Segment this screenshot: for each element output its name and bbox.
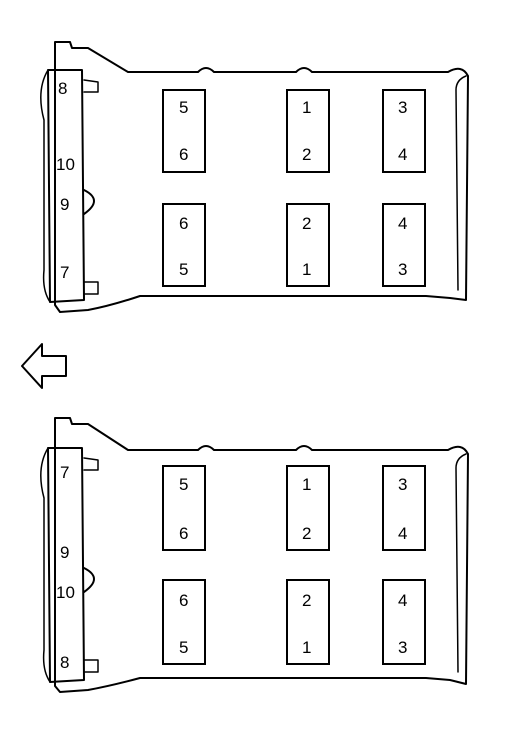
- bottom-label-mid-b: 10: [56, 583, 75, 602]
- block-bottom-number: 4: [398, 524, 407, 543]
- top-label-upper: 8: [58, 79, 67, 98]
- block-rect: [286, 203, 330, 287]
- top-block-5: 2 1: [286, 203, 330, 287]
- block-rect: [382, 203, 426, 287]
- bottom-block-1: 5 6: [162, 465, 206, 551]
- block-bottom-number: 3: [398, 638, 407, 657]
- block-bottom-number: 3: [398, 260, 407, 279]
- bottom-block-6: 4 3: [382, 579, 426, 665]
- bottom-tab-upper: [83, 457, 99, 471]
- block-bottom-number: 6: [179, 145, 188, 164]
- bottom-label-mid-a: 9: [60, 543, 69, 562]
- block-bottom-number: 5: [179, 638, 188, 657]
- top-head-diagram: 8 10 9 7 5 6 1 2 3 4 6 5 2 1: [40, 41, 469, 313]
- block-top-number: 3: [398, 98, 407, 117]
- block-top-number: 1: [302, 475, 311, 494]
- block-rect: [286, 579, 330, 665]
- block-rect: [286, 89, 330, 173]
- block-top-number: 4: [398, 591, 407, 610]
- bottom-left-rail: [47, 447, 85, 683]
- block-bottom-number: 6: [179, 524, 188, 543]
- block-top-number: 6: [179, 591, 188, 610]
- block-rect: [382, 579, 426, 665]
- block-bottom-number: 1: [302, 260, 311, 279]
- left-arrow-icon: [21, 343, 67, 389]
- top-block-3: 3 4: [382, 89, 426, 173]
- top-rail-notch: [83, 189, 95, 215]
- top-label-mid-a: 10: [56, 155, 75, 174]
- top-block-2: 1 2: [286, 89, 330, 173]
- block-top-number: 1: [302, 98, 311, 117]
- bottom-head-diagram: 7 9 10 8 5 6 1 2 3 4 6 5 2 1: [40, 417, 469, 693]
- bottom-block-2: 1 2: [286, 465, 330, 551]
- top-rail-curve: [40, 69, 51, 303]
- block-rect: [162, 465, 206, 551]
- top-block-6: 4 3: [382, 203, 426, 287]
- bottom-block-4: 6 5: [162, 579, 206, 665]
- block-top-number: 2: [302, 591, 311, 610]
- top-label-lower: 7: [60, 263, 69, 282]
- block-top-number: 4: [398, 214, 407, 233]
- bottom-label-lower: 8: [60, 653, 69, 672]
- block-rect: [286, 465, 330, 551]
- bottom-block-3: 3 4: [382, 465, 426, 551]
- bottom-right-lip: [455, 453, 467, 673]
- block-top-number: 6: [179, 214, 188, 233]
- bottom-label-upper: 7: [60, 463, 69, 482]
- bottom-rail-notch: [83, 567, 95, 593]
- block-bottom-number: 5: [179, 260, 188, 279]
- bottom-tab-lower: [83, 659, 99, 673]
- top-tab-upper: [83, 79, 99, 93]
- block-rect: [382, 465, 426, 551]
- top-right-lip: [455, 75, 467, 291]
- bottom-rail-curve: [40, 447, 51, 683]
- bottom-block-5: 2 1: [286, 579, 330, 665]
- top-label-mid-b: 9: [60, 195, 69, 214]
- block-rect: [162, 579, 206, 665]
- block-top-number: 2: [302, 214, 311, 233]
- top-left-rail: [47, 69, 85, 303]
- top-block-4: 6 5: [162, 203, 206, 287]
- block-bottom-number: 4: [398, 145, 407, 164]
- block-top-number: 5: [179, 475, 188, 494]
- block-top-number: 3: [398, 475, 407, 494]
- block-top-number: 5: [179, 98, 188, 117]
- bottom-head-outline: [54, 417, 469, 693]
- block-rect: [382, 89, 426, 173]
- block-bottom-number: 1: [302, 638, 311, 657]
- block-rect: [162, 203, 206, 287]
- top-tab-lower: [83, 281, 99, 295]
- block-bottom-number: 2: [302, 524, 311, 543]
- top-block-1: 5 6: [162, 89, 206, 173]
- block-bottom-number: 2: [302, 145, 311, 164]
- block-rect: [162, 89, 206, 173]
- top-head-outline: [54, 41, 469, 313]
